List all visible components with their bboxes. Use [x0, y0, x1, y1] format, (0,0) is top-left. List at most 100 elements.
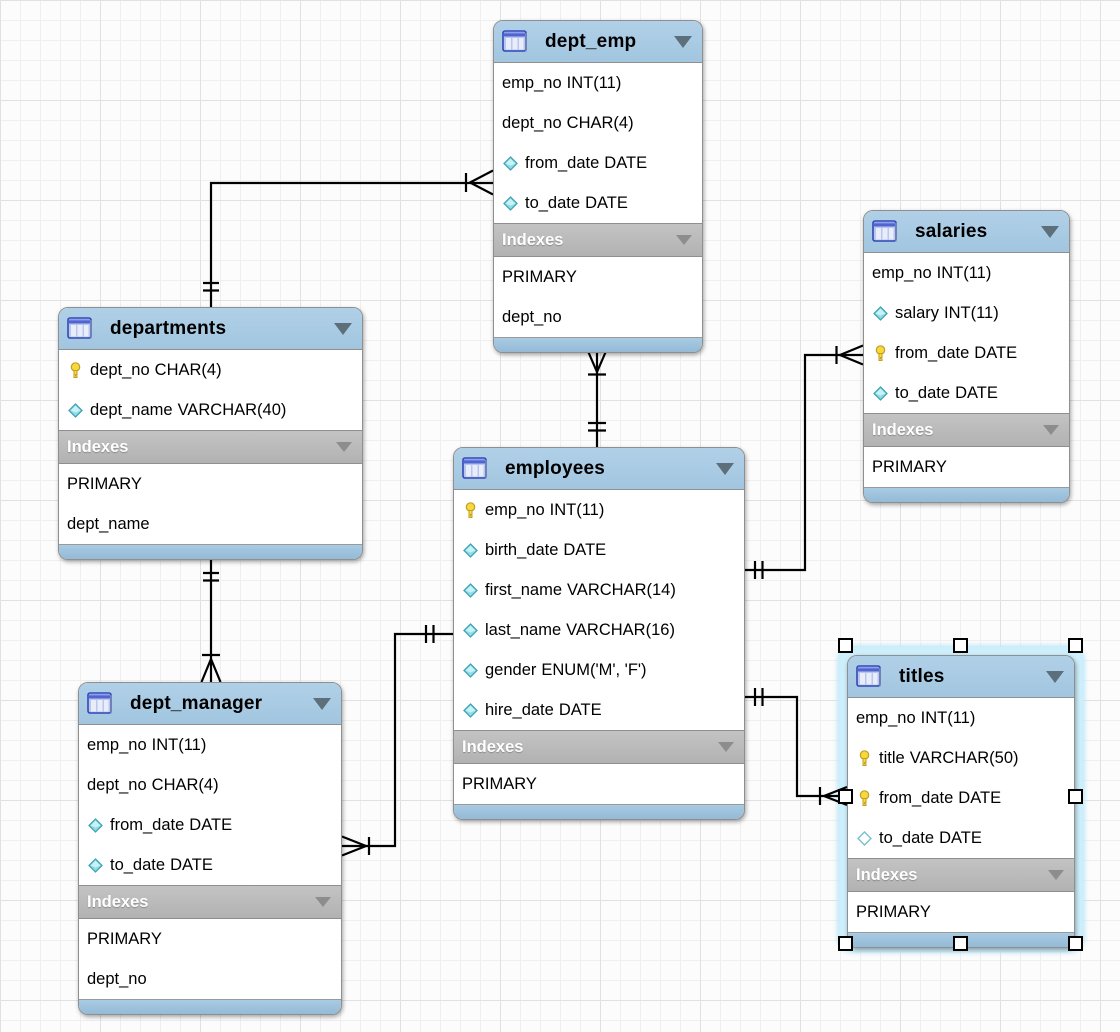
- collapse-arrow-icon[interactable]: [674, 35, 692, 48]
- table-footer: [59, 544, 362, 559]
- diamond-icon: [462, 702, 478, 719]
- collapse-arrow-icon[interactable]: [315, 897, 331, 907]
- index-row[interactable]: PRIMARY: [462, 774, 537, 793]
- table-icon: [856, 665, 882, 689]
- diamond-icon: [67, 402, 83, 419]
- collapse-arrow-icon[interactable]: [1041, 225, 1059, 238]
- table-header[interactable]: dept_emp: [494, 21, 702, 63]
- diamond-icon: [462, 582, 478, 599]
- index-row[interactable]: dept_name: [67, 514, 150, 533]
- indexes-section-header[interactable]: Indexes: [494, 223, 702, 257]
- index-row[interactable]: PRIMARY: [856, 902, 931, 921]
- table-title: titles: [899, 665, 945, 687]
- index-row[interactable]: dept_no: [502, 307, 562, 326]
- selection-handle-top-middle[interactable]: [953, 638, 968, 653]
- diamond-icon: [87, 817, 103, 834]
- index-row[interactable]: PRIMARY: [502, 267, 577, 286]
- indexes-section-header[interactable]: Indexes: [848, 858, 1074, 892]
- collapse-arrow-icon[interactable]: [1043, 425, 1059, 435]
- table-header[interactable]: salaries: [864, 211, 1069, 253]
- index-row[interactable]: PRIMARY: [87, 929, 162, 948]
- connector-employees-titles[interactable]: [745, 688, 848, 807]
- selection-handle-middle-right[interactable]: [1068, 789, 1083, 804]
- connector-departments-dept_manager[interactable]: [200, 557, 222, 683]
- diamond-icon: [462, 542, 478, 559]
- table-header[interactable]: departments: [59, 308, 362, 350]
- indexes-section-header[interactable]: Indexes: [59, 430, 362, 464]
- selection-handle-middle-left[interactable]: [838, 789, 853, 804]
- diamond-icon: [462, 622, 478, 639]
- table-icon: [87, 692, 113, 716]
- collapse-arrow-icon[interactable]: [1046, 670, 1064, 683]
- diamond-icon: [872, 385, 888, 402]
- index-row[interactable]: dept_no: [87, 969, 147, 988]
- indexes-section-header[interactable]: Indexes: [79, 885, 341, 919]
- collapse-arrow-icon[interactable]: [716, 462, 734, 475]
- key-icon: [872, 344, 888, 362]
- table-title: departments: [110, 317, 227, 339]
- collapse-arrow-icon[interactable]: [1048, 870, 1064, 880]
- table-title: employees: [505, 457, 606, 479]
- diamond-icon: [502, 195, 518, 212]
- collapse-arrow-icon[interactable]: [718, 742, 734, 752]
- selection-handle-top-left[interactable]: [838, 638, 853, 653]
- connector-employees-dept_emp[interactable]: [586, 349, 608, 447]
- connector-employees-salaries[interactable]: [745, 344, 864, 580]
- collapse-arrow-icon[interactable]: [334, 322, 352, 335]
- table-header[interactable]: employees: [454, 448, 744, 490]
- connector-employees-dept_manager[interactable]: [341, 625, 453, 857]
- collapse-arrow-icon[interactable]: [676, 235, 692, 245]
- index-row[interactable]: PRIMARY: [872, 457, 947, 476]
- selection-handle-bottom-right[interactable]: [1068, 936, 1083, 951]
- selection-handle-bottom-left[interactable]: [838, 936, 853, 951]
- key-icon: [67, 361, 83, 379]
- table-header[interactable]: titles: [848, 656, 1074, 698]
- selection-handle-bottom-middle[interactable]: [953, 936, 968, 951]
- table-icon: [67, 317, 93, 341]
- indexes-section-header[interactable]: Indexes: [864, 413, 1069, 447]
- key-icon: [856, 749, 872, 767]
- indexes-section-header[interactable]: Indexes: [454, 730, 744, 764]
- collapse-arrow-icon[interactable]: [313, 697, 331, 710]
- table-header[interactable]: dept_manager: [79, 683, 341, 725]
- table-icon: [872, 220, 898, 244]
- table-footer: [494, 337, 702, 352]
- index-row[interactable]: PRIMARY: [67, 474, 142, 493]
- table-footer: [864, 487, 1069, 502]
- diamond-icon: [462, 662, 478, 679]
- connector-departments-dept_emp[interactable]: [203, 169, 494, 308]
- collapse-arrow-icon[interactable]: [336, 442, 352, 452]
- selection-handle-top-right[interactable]: [1068, 638, 1083, 653]
